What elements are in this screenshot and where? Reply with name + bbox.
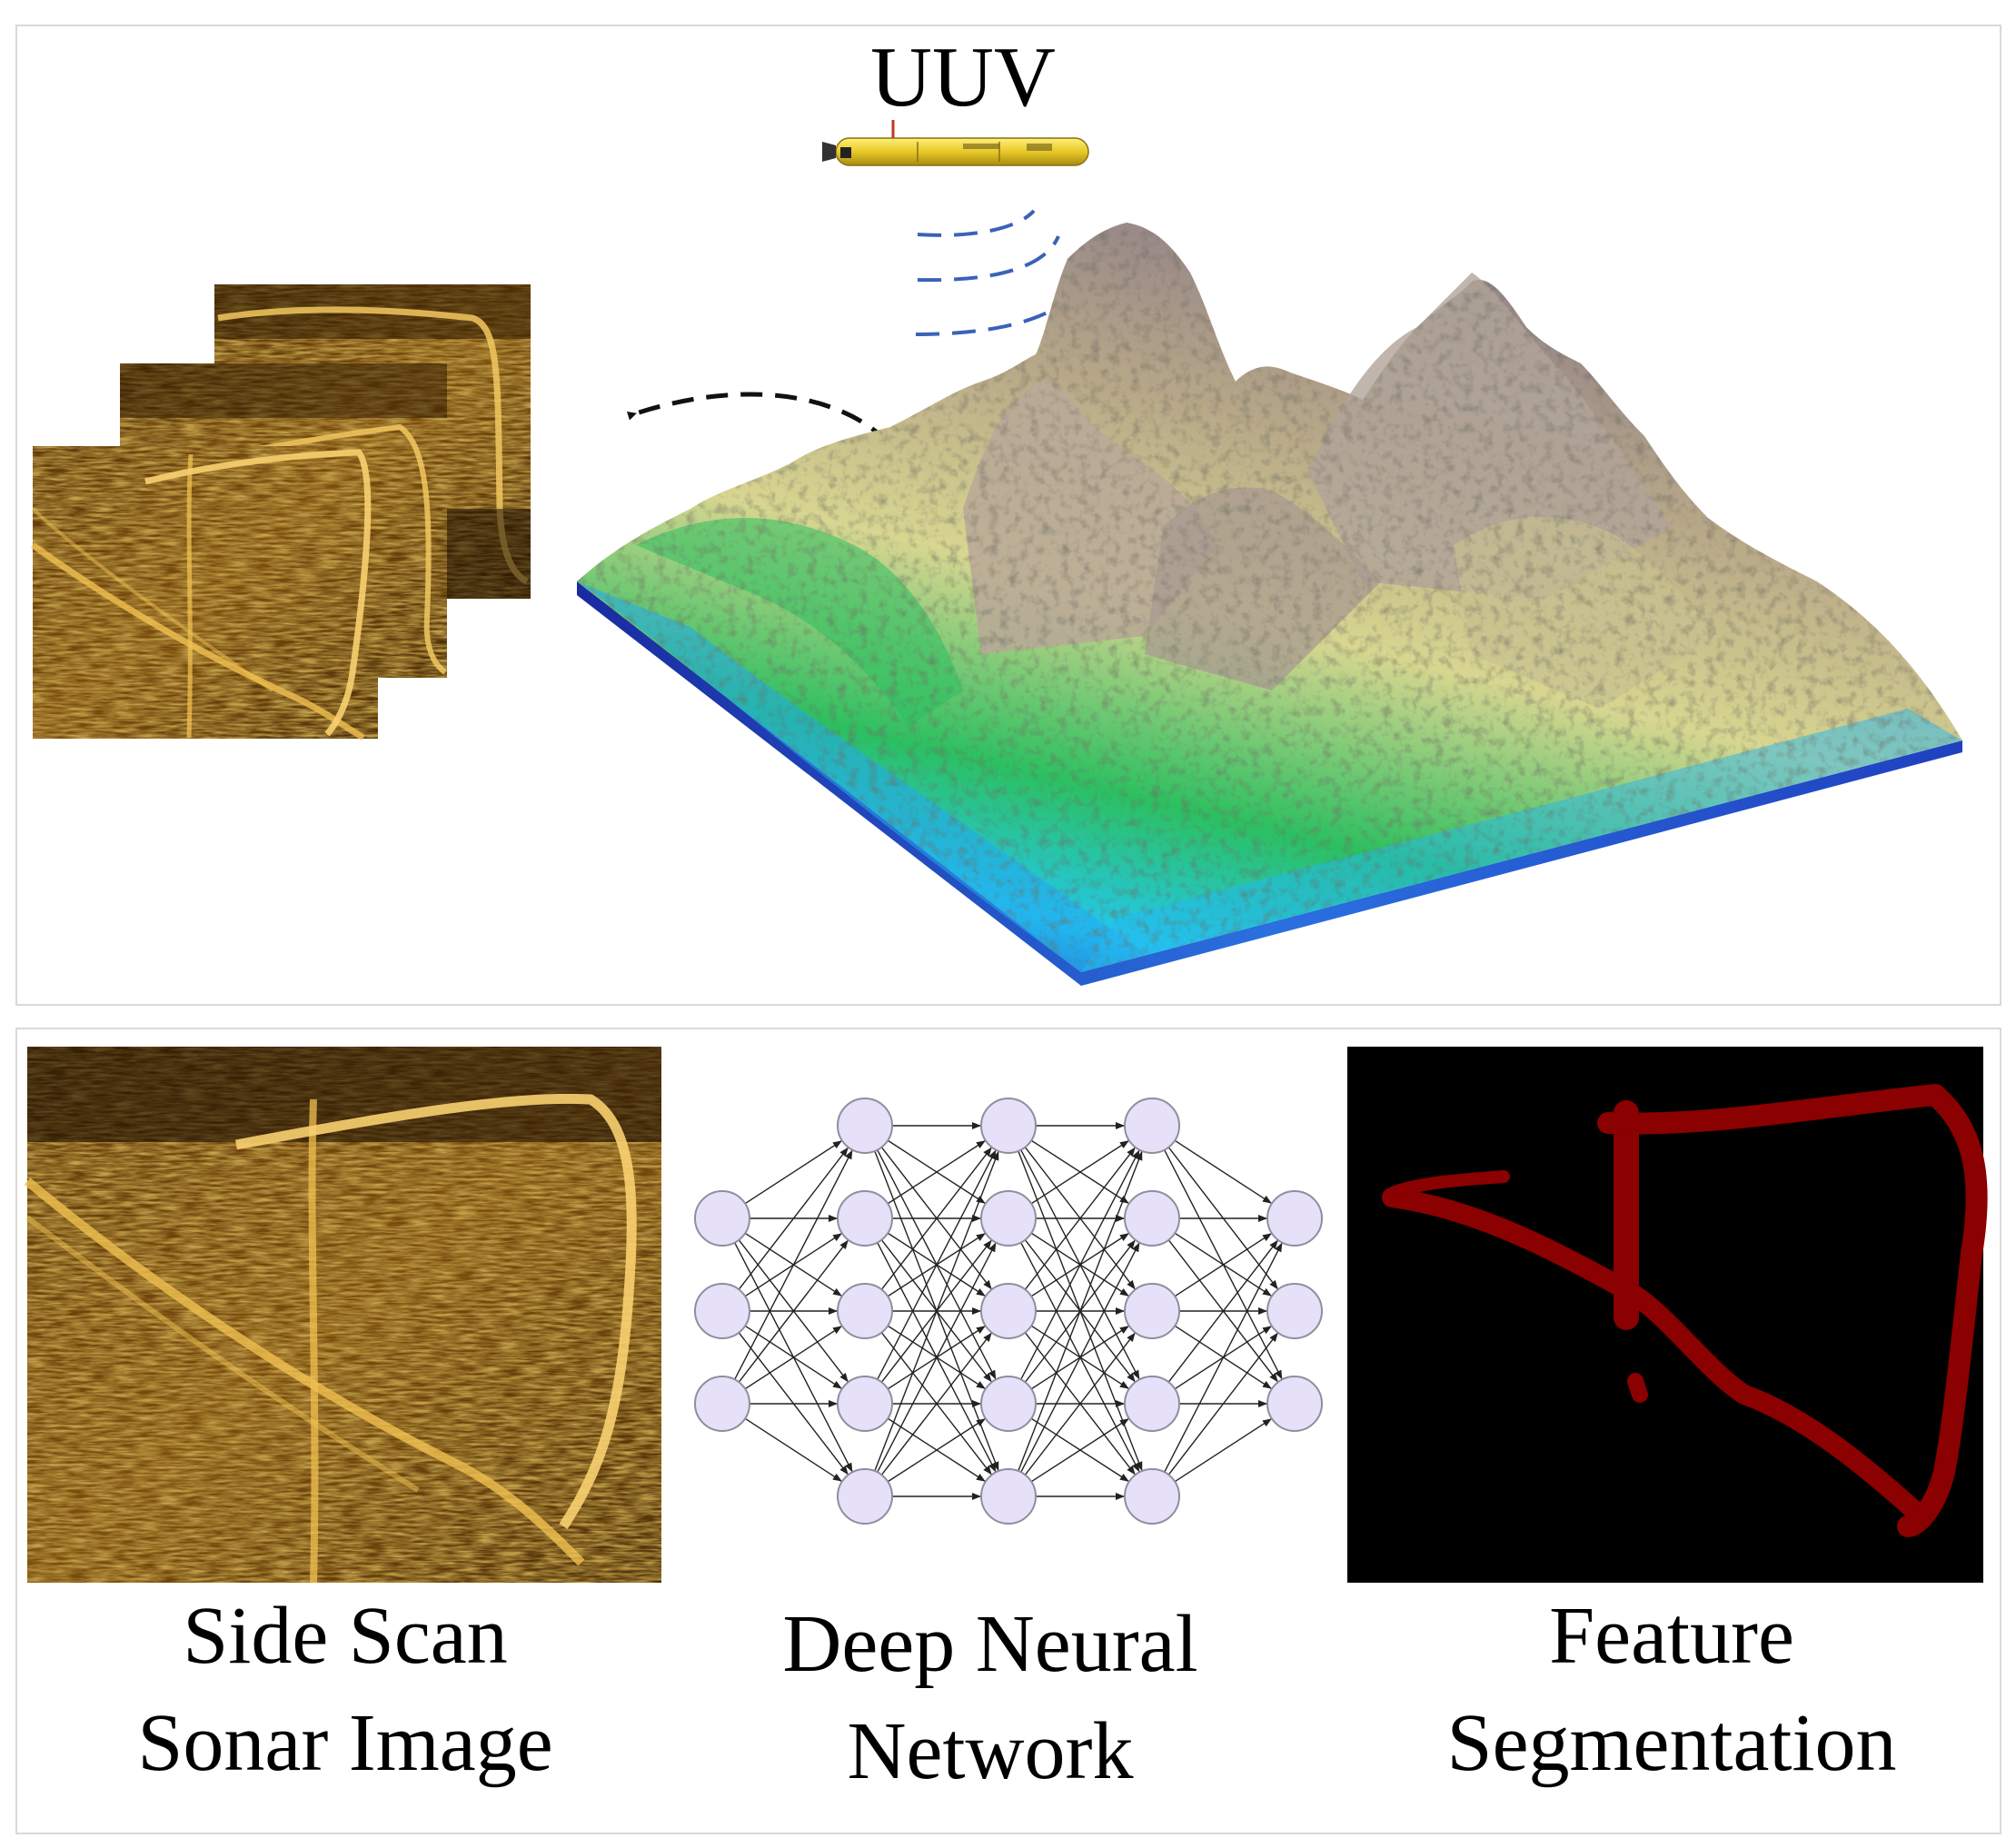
nn-node-layer3-4 bbox=[980, 1376, 1037, 1432]
nn-node-layer3-1 bbox=[980, 1098, 1037, 1154]
nn-node-layer3-3 bbox=[980, 1283, 1037, 1339]
feature-segmentation-image bbox=[1347, 1047, 1988, 1583]
nn-node-layer2-4 bbox=[837, 1376, 893, 1432]
nn-node-layer4-4 bbox=[1124, 1376, 1180, 1432]
nn-edge bbox=[1024, 1147, 1137, 1290]
nn-edge bbox=[1030, 1417, 1130, 1483]
nn-node-layer5-1 bbox=[1266, 1190, 1323, 1247]
nn-edge bbox=[880, 1147, 993, 1290]
nn-node-layer4-3 bbox=[1124, 1283, 1180, 1339]
uuv-vehicle bbox=[822, 120, 1089, 166]
nn-edge bbox=[738, 1147, 849, 1290]
nn-node-layer2-5 bbox=[837, 1468, 893, 1525]
nn-edge bbox=[744, 1417, 843, 1483]
nn-node-layer2-2 bbox=[837, 1190, 893, 1247]
nn-node-layer1-1 bbox=[694, 1190, 750, 1247]
nn-node-layer3-2 bbox=[980, 1190, 1037, 1247]
nn-edge bbox=[1164, 1242, 1283, 1473]
nn-edge bbox=[877, 1149, 997, 1380]
nn-node-layer2-3 bbox=[837, 1283, 893, 1339]
sonar-image-front bbox=[30, 446, 378, 741]
side-scan-sonar-label: Side Scan Sonar Image bbox=[18, 1595, 672, 1810]
flow-arrow bbox=[626, 392, 911, 472]
nn-edge bbox=[738, 1239, 849, 1383]
nn-edge bbox=[1174, 1417, 1273, 1483]
nn-node-layer2-1 bbox=[837, 1098, 893, 1154]
side-scan-label-line1: Side Scan bbox=[183, 1591, 508, 1681]
feature-label-line2: Segmentation bbox=[1446, 1698, 1897, 1788]
feature-segmentation-label: Feature Segmentation bbox=[1345, 1595, 1999, 1810]
nn-edge bbox=[744, 1325, 843, 1390]
nn-edge bbox=[1167, 1332, 1279, 1475]
nn-node-layer4-5 bbox=[1124, 1468, 1180, 1525]
nn-edge bbox=[1174, 1232, 1273, 1297]
deep-neural-network-label: Deep Neural Network bbox=[672, 1604, 1308, 1818]
nn-node-layer4-1 bbox=[1124, 1098, 1180, 1154]
nn-edge bbox=[744, 1139, 843, 1205]
nn-node-layer1-3 bbox=[694, 1376, 750, 1432]
nn-node-layer1-2 bbox=[694, 1283, 750, 1339]
nn-edge bbox=[874, 1150, 999, 1472]
nn-edges bbox=[734, 1122, 1283, 1500]
nn-edge bbox=[880, 1332, 993, 1475]
nn-edge bbox=[1167, 1239, 1279, 1383]
nn-edge bbox=[887, 1417, 987, 1483]
nn-node-layer5-2 bbox=[1266, 1283, 1323, 1339]
nn-edge bbox=[887, 1139, 987, 1205]
sonar-image-stack bbox=[30, 284, 531, 741]
nn-edge bbox=[1024, 1332, 1137, 1475]
nn-edge bbox=[734, 1149, 853, 1380]
dnn-label-line2: Network bbox=[847, 1706, 1134, 1796]
uuv-label: UUV bbox=[870, 30, 1056, 124]
nn-node-layer3-5 bbox=[980, 1468, 1037, 1525]
side-scan-sonar-image bbox=[24, 1047, 661, 1584]
side-scan-label-line2: Sonar Image bbox=[137, 1698, 553, 1788]
sonar-waves bbox=[915, 209, 1085, 336]
nn-node-layer4-2 bbox=[1124, 1190, 1180, 1247]
nn-edge bbox=[1020, 1149, 1140, 1380]
seafloor-terrain bbox=[577, 223, 1962, 986]
nn-edge bbox=[1174, 1139, 1273, 1205]
nn-edge bbox=[1030, 1139, 1130, 1205]
nn-edge bbox=[1020, 1242, 1140, 1473]
nn-nodes bbox=[694, 1098, 1323, 1525]
feature-label-line1: Feature bbox=[1549, 1591, 1794, 1681]
nn-edge bbox=[1018, 1150, 1143, 1472]
dnn-label-line1: Deep Neural bbox=[782, 1599, 1198, 1689]
nn-node-layer5-3 bbox=[1266, 1376, 1323, 1432]
nn-edge bbox=[877, 1242, 997, 1473]
